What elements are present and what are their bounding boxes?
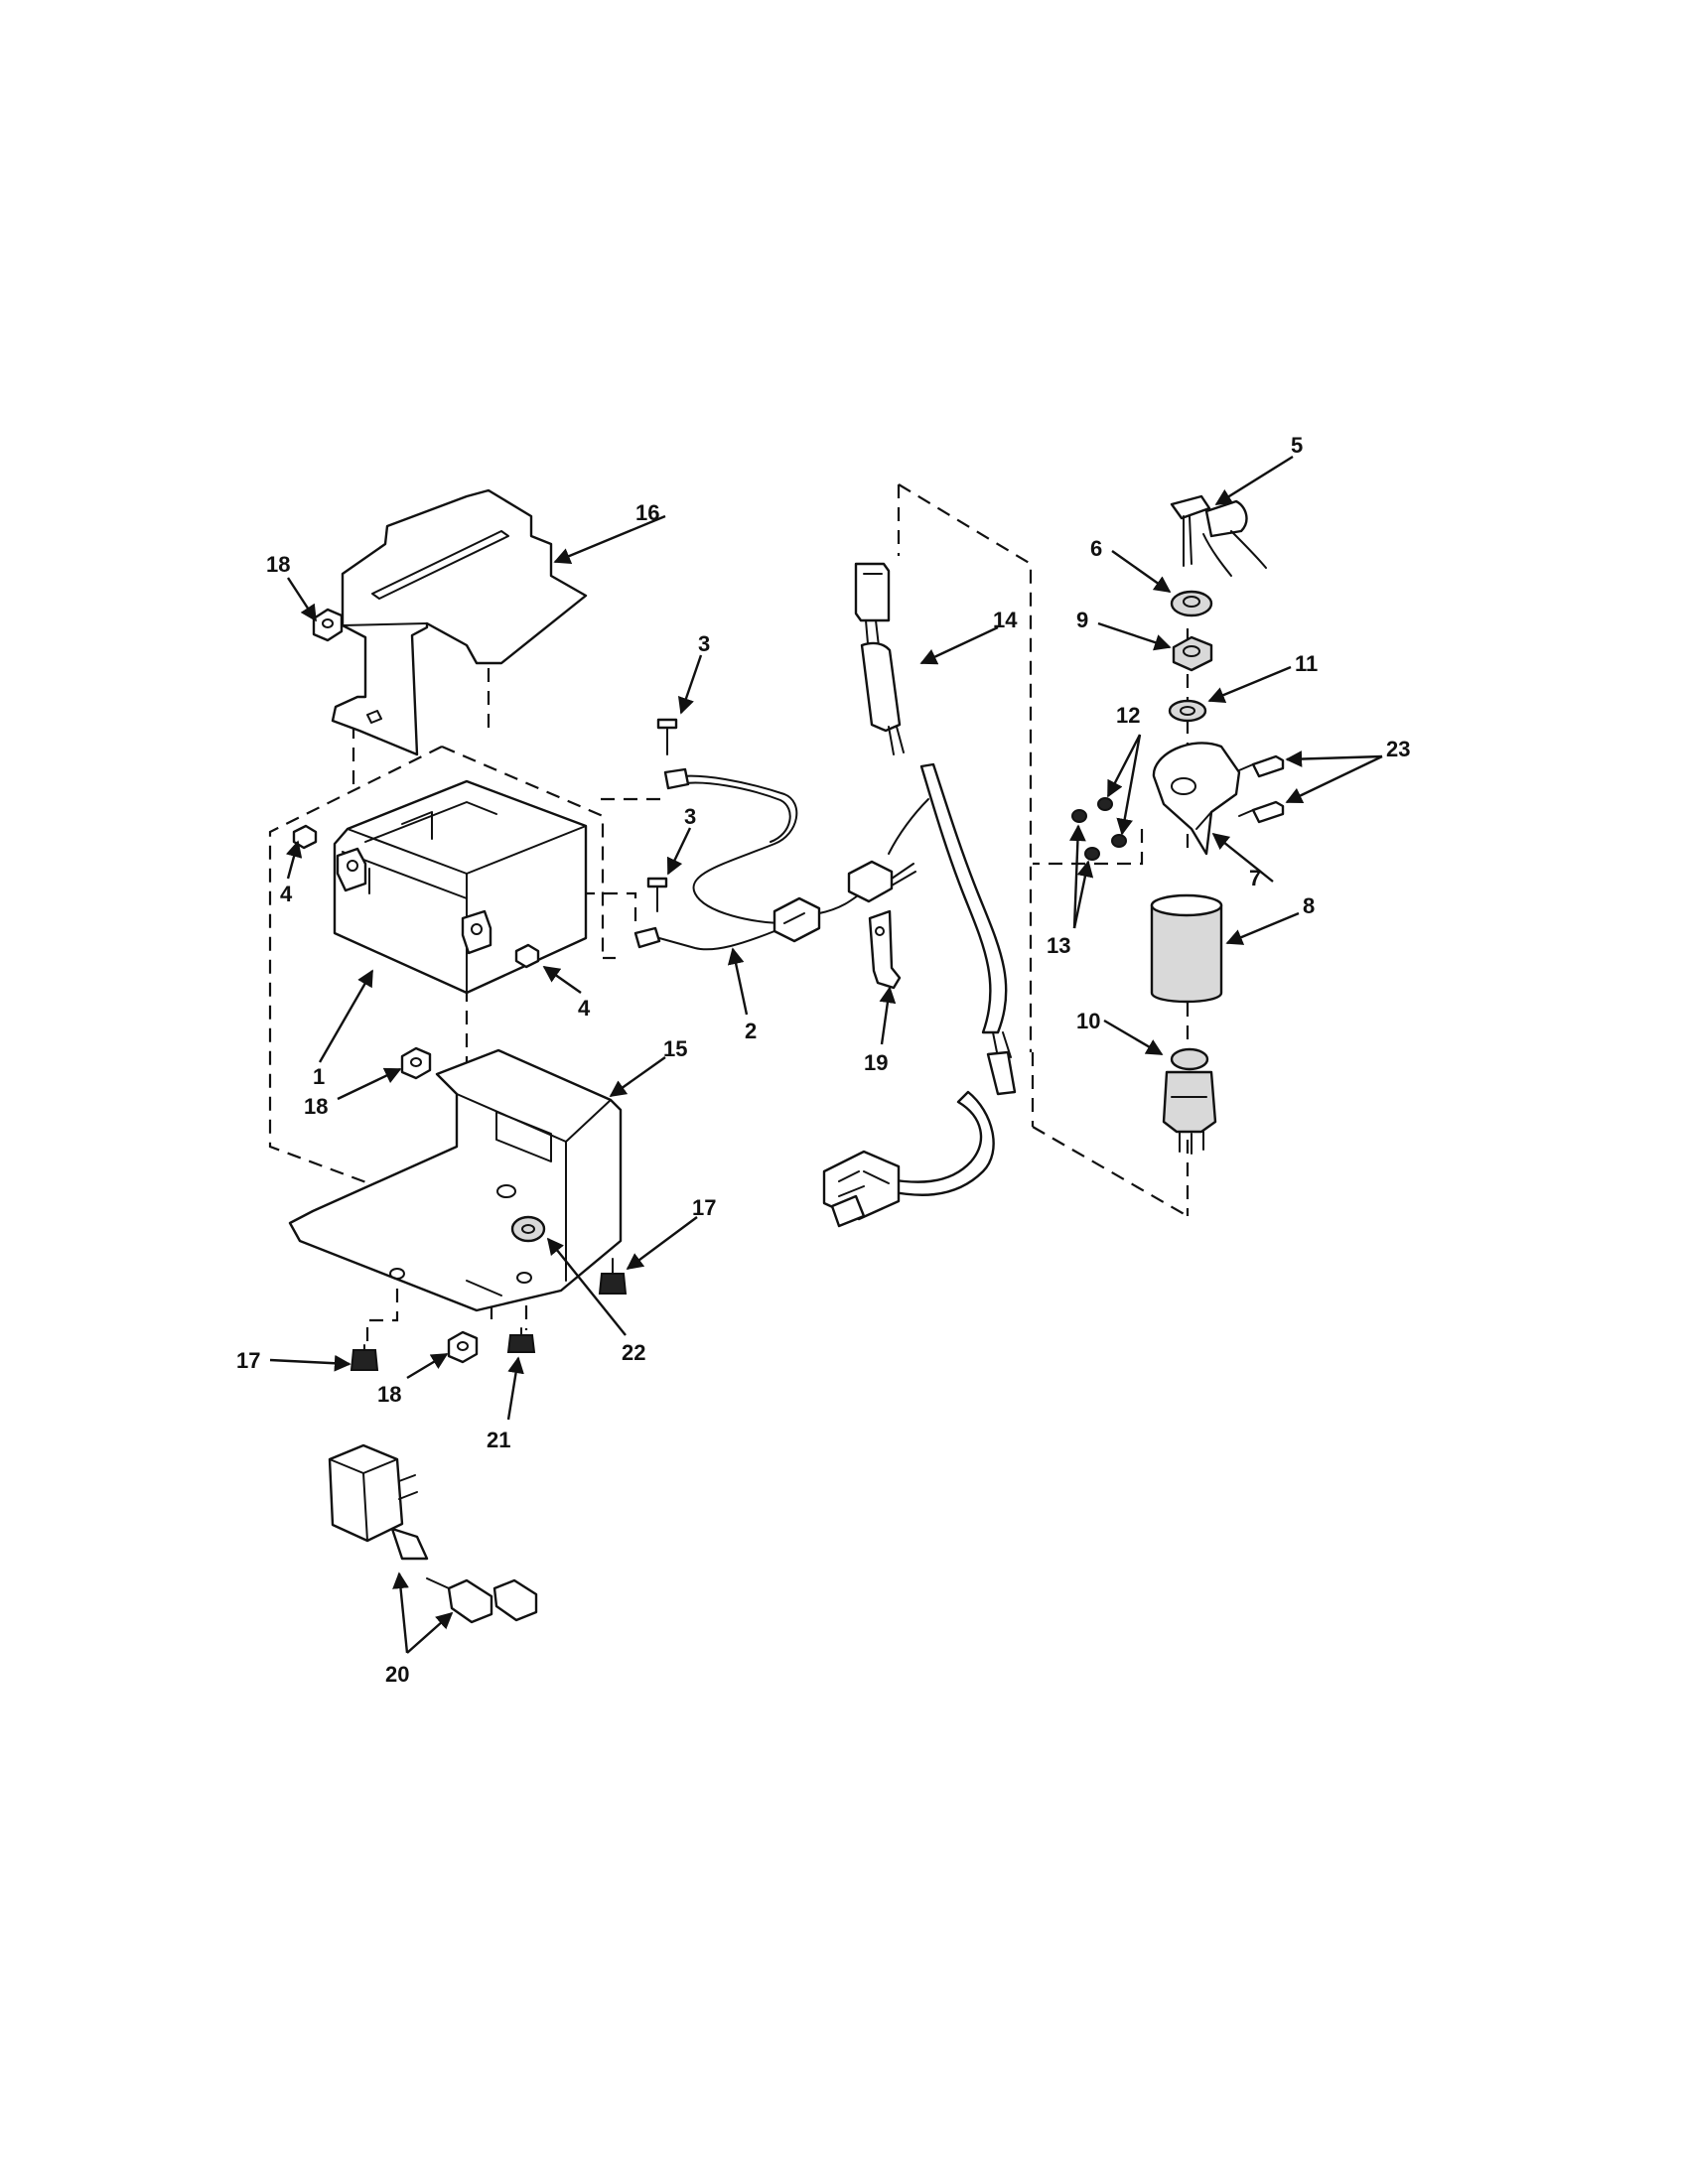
callout-8: 8 (1303, 893, 1315, 918)
callout-23: 23 (1386, 737, 1410, 761)
lock-washer (510, 1215, 546, 1243)
switch-locknut (1172, 635, 1213, 672)
flange-bolt (350, 1344, 379, 1371)
terminal-nut (514, 943, 540, 969)
switch-bracket (1152, 742, 1241, 856)
callout-14: 14 (993, 608, 1018, 632)
callout-16: 16 (635, 500, 659, 525)
callout-labels: 16 18 3 3 4 4 1 2 14 19 15 18 17 22 17 1… (236, 433, 1410, 1687)
callout-9: 9 (1076, 608, 1088, 632)
terminal-screw (646, 877, 668, 912)
battery-holder-bracket (331, 488, 588, 756)
callout-7: 7 (1249, 866, 1261, 890)
callout-17: 17 (236, 1348, 260, 1373)
hex-nut (447, 1330, 479, 1364)
switch-sleeve (1150, 893, 1223, 1004)
callout-6: 6 (1090, 536, 1102, 561)
callout-3: 3 (684, 804, 696, 829)
callout-4: 4 (578, 996, 591, 1021)
callout-15: 15 (663, 1036, 687, 1061)
battery-tray (288, 1048, 623, 1312)
callout-19: 19 (864, 1050, 888, 1075)
leader-lines (269, 455, 1383, 1654)
small-washers (1071, 797, 1127, 861)
callout-10: 10 (1076, 1009, 1100, 1033)
wire-harness (822, 562, 1017, 1228)
ignition-keys (1170, 494, 1267, 577)
callout-17: 17 (692, 1195, 716, 1220)
callout-11: 11 (1295, 651, 1318, 676)
callout-4: 4 (280, 882, 293, 906)
terminal-screw (656, 718, 678, 755)
callout-22: 22 (622, 1340, 645, 1365)
callout-18: 18 (266, 552, 290, 577)
callout-3: 3 (698, 631, 710, 656)
hex-nut (312, 608, 344, 642)
switch-nut (1170, 590, 1213, 617)
callout-12: 12 (1116, 703, 1140, 728)
terminal-clip (868, 909, 902, 990)
callout-18: 18 (377, 1382, 401, 1407)
callout-21: 21 (487, 1428, 510, 1452)
callout-1: 1 (313, 1064, 325, 1089)
flange-bolt (598, 1258, 628, 1295)
battery-charger (328, 1443, 538, 1624)
callout-20: 20 (385, 1662, 409, 1687)
switch-washer (1168, 699, 1207, 723)
callout-18: 18 (304, 1094, 328, 1119)
hex-nut (400, 1046, 432, 1080)
battery-cable (633, 767, 916, 951)
ignition-switch (1162, 1047, 1217, 1155)
tray-screw (506, 1327, 536, 1353)
bracket-screw (1238, 800, 1285, 824)
bracket-screw (1238, 754, 1285, 778)
callout-5: 5 (1291, 433, 1303, 458)
callout-13: 13 (1047, 933, 1070, 958)
battery (333, 779, 588, 995)
callout-2: 2 (745, 1019, 757, 1043)
